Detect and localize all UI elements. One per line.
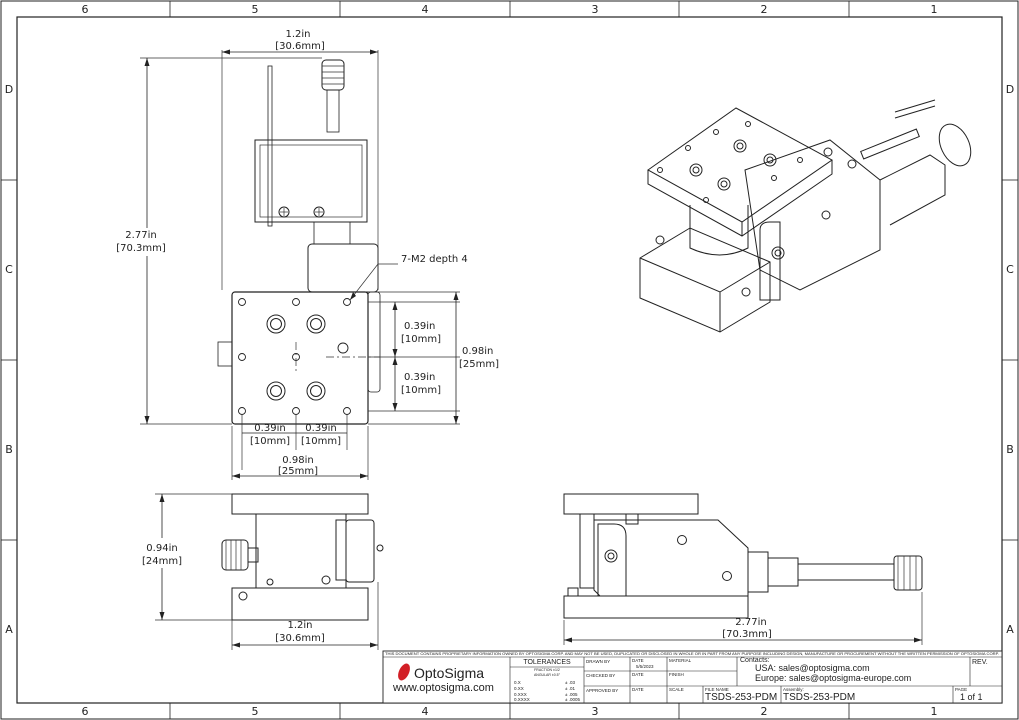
tol-value: ± .01 [565,686,575,691]
scale-label: SCALE [669,687,684,692]
top-view [217,59,381,425]
dim-top-width-mm: [30.6mm] [275,41,325,52]
dim-pitch-h1-in: 0.39in [254,423,285,434]
zone-row-right: C [1006,263,1014,276]
zone-col-bottom: 5 [252,705,259,718]
dim-top-width-in: 1.2in [285,29,310,40]
drawn-by-label: DRAWN BY [586,659,610,664]
dim-height-mm: [70.3mm] [116,243,166,254]
page-value: 1 of 1 [960,692,983,702]
zone-row-right: D [1006,83,1014,96]
isometric-view [639,99,972,333]
zone-row-left: A [5,623,13,636]
zone-col-top: 1 [931,3,938,16]
assembly-label: Assembly: [783,687,804,692]
approved-by-label: APPROVED BY [586,688,618,693]
dim-pitch-v2-in: 0.39in [404,372,435,383]
finish-label: FINISH [669,672,684,677]
file-name-label: FILE NAME [705,687,729,692]
fraction-label: FRACTION ±1/2 [534,668,560,672]
dim-plate-w-in: 0.98in [282,455,313,466]
front-view [221,493,384,621]
date-value: 5/5/2023 [636,664,654,669]
zone-row-left: C [5,263,13,276]
date-label: DATE [632,658,644,663]
dim-plate-h-in: 0.98in [462,346,493,357]
dim-pitch-h2-mm: [10mm] [301,436,341,447]
tolerances-label: TOLERANCES [523,659,571,666]
zone-row-right: B [1006,443,1014,456]
dim-length-in: 2.77in [735,617,766,628]
zone-col-bottom: 4 [422,705,429,718]
dim-side-h-in: 0.94in [146,543,177,554]
zone-col-top: 3 [592,3,599,16]
material-label: MATERIAL [669,658,692,663]
tol-format: 0.XX [514,686,524,691]
top-view-dimensions [140,49,460,480]
dim-length-mm: [70.3mm] [722,629,772,640]
hole-callout: 7-M2 depth 4 [401,254,468,265]
inner-border [16,16,1003,704]
zone-col-top: 5 [252,3,259,16]
side-view-dimensions [563,592,923,645]
tol-format: 0.XXX [514,692,527,697]
date-label: DATE [632,687,644,692]
dim-plate-w-mm: [25mm] [278,466,318,477]
zone-col-bottom: 3 [592,705,599,718]
zone-col-bottom: 1 [931,705,938,718]
dim-pitch-h2-in: 0.39in [305,423,336,434]
zone-row-right: A [1006,623,1014,636]
dim-pitch-v1-in: 0.39in [404,321,435,332]
dim-height-in: 2.77in [125,230,156,241]
dim-pitch-v2-mm: [10mm] [401,385,441,396]
tol-value: ± .03 [565,680,575,685]
tol-value: ± .005 [565,692,578,697]
title-block [382,650,1003,704]
dim-side-h-mm: [24mm] [142,556,182,567]
zone-col-top: 2 [761,3,768,16]
checked-by-label: CHECKED BY [586,673,615,678]
dim-pitch-v1-mm: [10mm] [401,334,441,345]
side-view [563,493,923,619]
file-name: TSDS-253-PDM [705,692,777,703]
contacts-label: Contacts: [740,657,770,664]
zone-col-bottom: 6 [82,705,89,718]
zone-col-top: 4 [422,3,429,16]
proprietary-notice: THIS DOCUMENT CONTAINS PROPRIETARY INFOR… [385,652,999,656]
date-label: DATE [632,672,644,677]
zone-col-top: 6 [82,3,89,16]
contact-usa[interactable]: USA: sales@optosigma.com [755,663,870,673]
dim-pitch-h1-mm: [10mm] [250,436,290,447]
zone-row-left: B [5,443,13,456]
assembly-name: TSDS-253-PDM [783,692,855,703]
logo-text: OptoSigma [414,665,484,681]
dim-plate-h-mm: [25mm] [459,359,499,370]
zone-col-bottom: 2 [761,705,768,718]
tol-format: 0.X [514,680,521,685]
optosigma-logo-icon [398,663,410,681]
dim-bottom-width-in: 1.2in [287,620,312,631]
angular-label: ANGULAR ±0.5° [534,673,561,677]
contact-europe[interactable]: Europe: sales@optosigma-europe.com [755,673,911,683]
zone-row-left: D [5,83,13,96]
website-link[interactable]: www.optosigma.com [392,682,494,694]
tol-format: 0.XXXX [514,697,530,702]
tol-value: ± .0005 [565,697,580,702]
dim-bottom-width-mm: [30.6mm] [275,633,325,644]
rev-label: REV. [972,659,988,666]
page-label: PAGE [955,687,967,692]
front-view-dimensions [155,493,379,650]
